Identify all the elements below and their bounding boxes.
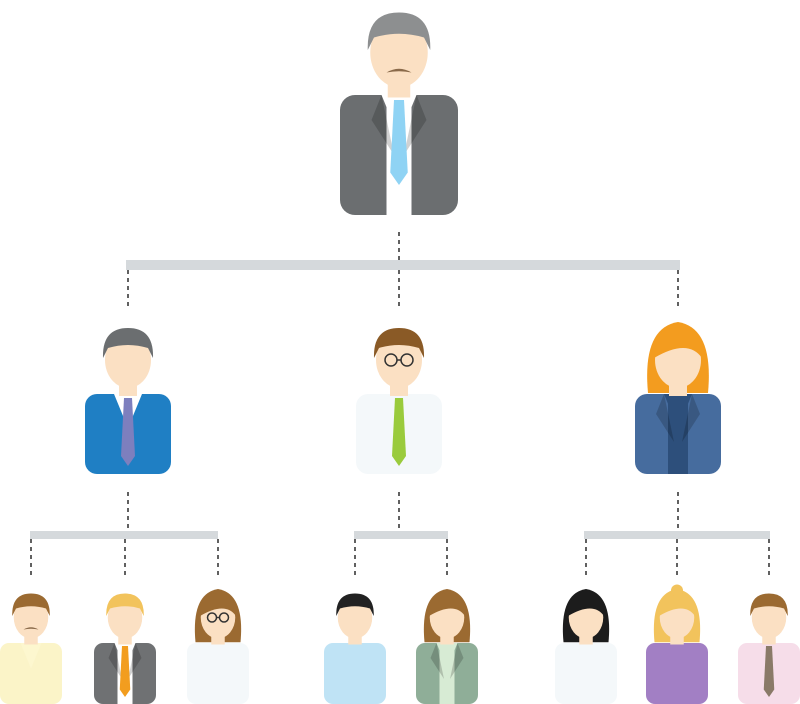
female-glasses-icon — [187, 589, 249, 704]
connector-bar — [354, 531, 448, 539]
male-executive-icon — [340, 12, 458, 215]
connector-bar — [584, 531, 770, 539]
connectors — [30, 232, 770, 576]
female-long-hair-icon — [416, 589, 478, 704]
male-tie-pink-shirt-icon — [738, 593, 800, 704]
connector-bar — [30, 531, 218, 539]
male-mustache-icon — [0, 593, 62, 704]
male-dark-hair-icon — [324, 593, 386, 704]
male-blond-icon — [94, 593, 156, 704]
female-manager-icon — [635, 322, 721, 474]
male-manager-icon — [85, 328, 171, 474]
avatars — [0, 12, 800, 704]
female-black-hair-icon — [555, 589, 617, 704]
connector-bar — [126, 260, 680, 270]
male-glasses-icon — [356, 328, 442, 474]
female-blond-bun-icon — [646, 584, 708, 704]
